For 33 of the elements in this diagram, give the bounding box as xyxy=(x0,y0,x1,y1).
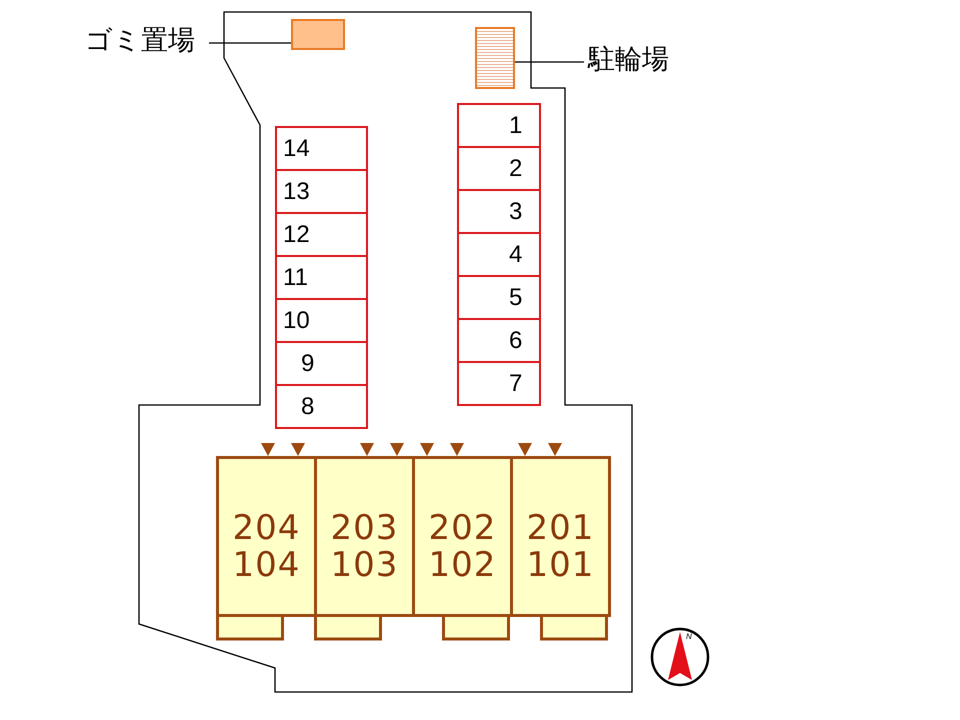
parking-space: 8 xyxy=(275,384,368,429)
north-label: N xyxy=(686,632,692,641)
parking-space: 5 xyxy=(457,275,541,320)
unit-number: 104 xyxy=(232,546,300,584)
apartment-unit xyxy=(216,456,317,617)
unit-number: 101 xyxy=(526,546,594,584)
unit-number: 202 xyxy=(428,510,496,546)
apartment-unit xyxy=(510,456,611,617)
unit-number: 203 xyxy=(330,510,398,546)
unit-number: 201 xyxy=(526,510,594,546)
parking-space: 6 xyxy=(457,318,541,363)
apartment-unit xyxy=(314,456,415,617)
parking-space: 13 xyxy=(275,169,368,214)
bicycle-shed-box xyxy=(475,27,515,89)
parking-space: 3 xyxy=(457,189,541,234)
unit-number: 204 xyxy=(232,510,300,546)
parking-space: 14 xyxy=(275,126,368,171)
parking-space: 1 xyxy=(457,103,541,148)
parking-space: 12 xyxy=(275,212,368,257)
parking-space: 4 xyxy=(457,232,541,277)
parking-space: 9 xyxy=(275,341,368,386)
parking-space: 7 xyxy=(457,361,541,406)
parking-space: 2 xyxy=(457,146,541,191)
parking-space: 11 xyxy=(275,255,368,300)
garbage-area-box xyxy=(291,19,345,50)
area-label: 駐輪場 xyxy=(588,46,698,78)
area-label: ゴミ置場 xyxy=(85,27,205,59)
apartment-unit xyxy=(412,456,513,617)
parking-space: 10 xyxy=(275,298,368,343)
leader-line xyxy=(209,42,291,44)
unit-number: 103 xyxy=(330,546,398,584)
unit-number: 102 xyxy=(428,546,496,584)
leader-line xyxy=(515,61,584,63)
